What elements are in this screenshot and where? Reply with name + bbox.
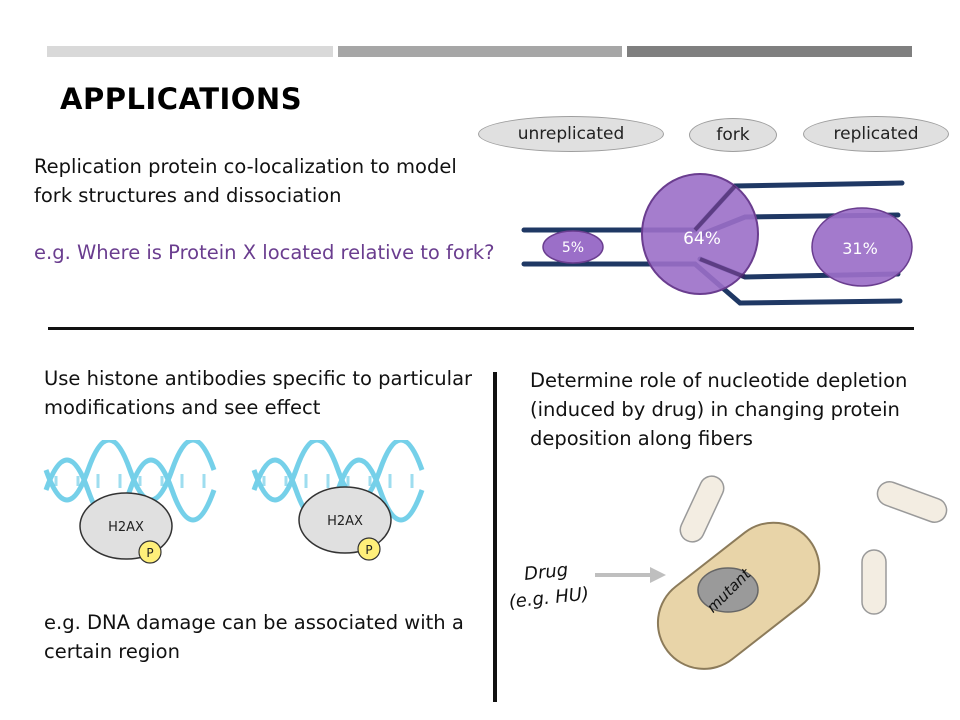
drug-description-line-1: Determine role of nucleotide depletion [530,369,908,392]
fork-description: Replication protein co-localization to m… [34,152,457,210]
histone-diagram: H2AX P H2AX P [43,440,425,564]
drug-cell-diagram: mutant Drug (e.g. HU) [508,475,948,670]
histone-example: e.g. DNA damage can be associated with a… [44,608,464,666]
fork-percent: 64% [683,229,721,249]
section-divider-horizontal [48,327,914,330]
slide-title: APPLICATIONS [60,82,303,116]
top-bar-segment-2 [338,46,622,57]
section-divider-vertical [493,372,497,702]
small-cell [876,481,948,523]
histone-example-line-2: certain region [44,640,180,663]
phospho-label-1: P [146,546,153,560]
histone-description: Use histone antibodies specific to parti… [44,364,472,422]
drug-label-line-2: (e.g. HU) [508,583,590,612]
drug-arrow-head [650,567,666,583]
small-cell [679,475,725,543]
mutant-nucleus [697,567,759,613]
label-fork: fork [689,118,777,152]
drug-label-line-1: Drug [523,560,569,585]
drug-description-line-3: deposition along fibers [530,427,753,450]
histone-description-line-1: Use histone antibodies specific to parti… [44,367,473,390]
phospho-badge-2 [357,537,381,561]
unreplicated-circle [542,230,604,264]
top-bar-segment-1 [47,46,333,57]
fork-circle [641,173,759,295]
label-replicated: replicated [803,116,949,152]
top-bar-segment-3 [627,46,912,57]
replicated-percent: 31% [842,239,878,258]
fork-example: e.g. Where is Protein X located relative… [34,241,495,264]
phospho-badge-1 [138,540,162,564]
h2ax-label-2: H2AX [327,514,363,529]
h2ax-label-1: H2AX [108,520,144,535]
unreplicated-percent: 5% [562,240,584,256]
histone-example-line-1: e.g. DNA damage can be associated with a [44,611,464,634]
label-unreplicated: unreplicated [478,116,664,152]
fork-description-line-1: Replication protein co-localization to m… [34,155,457,178]
replicated-circle [811,207,913,287]
dna-helix-icon [43,440,217,523]
small-cell [861,549,887,615]
phospho-label-2: P [365,543,372,557]
replication-fork-diagram: 5% 64% 31% [521,173,913,306]
fork-description-line-2: fork structures and dissociation [34,184,342,207]
drug-description-line-2: (induced by drug) in changing protein [530,398,900,421]
drug-description: Determine role of nucleotide depletion (… [530,366,907,453]
histone-description-line-2: modifications and see effect [44,396,321,419]
h2ax-protein-2 [298,486,392,554]
